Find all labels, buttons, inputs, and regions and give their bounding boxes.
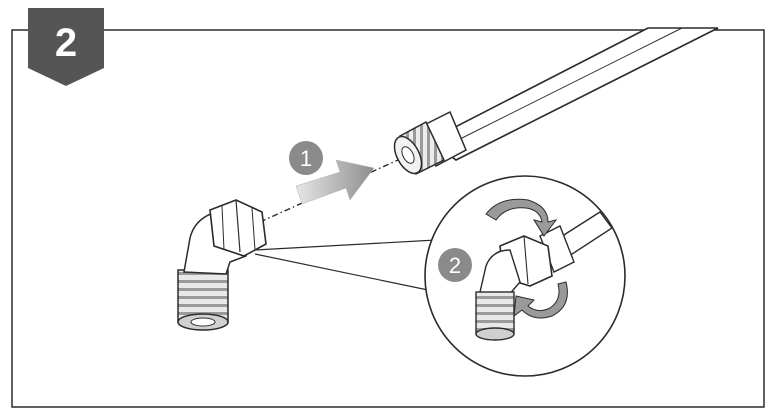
rotate-arrow-bottom xyxy=(513,281,568,319)
rotate-arrow-top xyxy=(485,198,558,237)
step-badge-shape xyxy=(28,8,104,86)
callout-1: 1 xyxy=(289,141,323,175)
frame-border xyxy=(11,29,765,408)
hose-pipe xyxy=(428,27,719,161)
callout-2-label: 2 xyxy=(449,253,461,278)
step-number: 2 xyxy=(55,21,77,65)
zoom-line-bottom xyxy=(254,253,429,291)
callout-1-label: 1 xyxy=(300,146,312,171)
zoom-detail xyxy=(424,175,626,377)
elbow-connector xyxy=(177,199,267,331)
callout-2-badge xyxy=(438,248,472,282)
callout-1-badge xyxy=(289,141,323,175)
alignment-line xyxy=(259,159,399,223)
hose-connector xyxy=(393,110,467,176)
zoom-line-top xyxy=(254,239,437,251)
step-badge: 2 xyxy=(28,8,104,86)
callout-2: 2 xyxy=(438,248,472,282)
push-arrow xyxy=(295,159,375,205)
